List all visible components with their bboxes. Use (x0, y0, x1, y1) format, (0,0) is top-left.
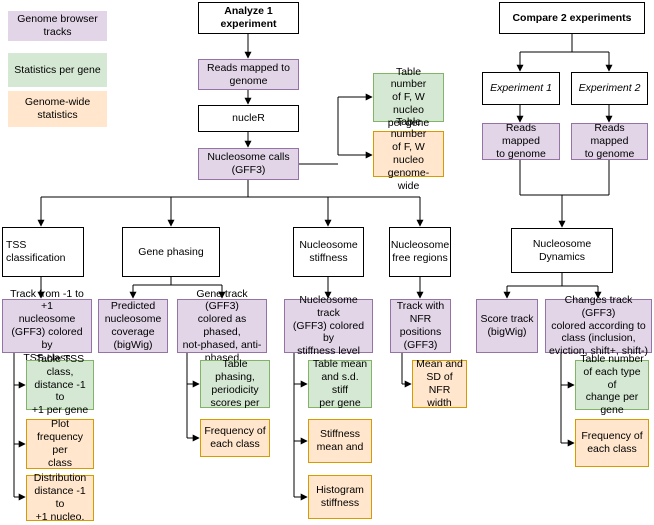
stiffness-mean-node: Stiffness mean and (308, 419, 372, 463)
stiffness-mean-label: Stiffness mean and (316, 428, 364, 453)
phasing-table-label: Table phasing, periodicity scores per (210, 358, 260, 409)
tss-plot-node: Plot frequency per class (26, 418, 94, 469)
phasing-track-node: Gene track (GFF3) colored as phased, not… (177, 288, 267, 364)
analyze-title-box: Analyze 1 experiment (198, 2, 299, 34)
gene-phasing-label: Gene phasing (138, 245, 204, 258)
nfr-stats-label: Mean and SD of NFR width (416, 358, 463, 409)
legend-genome-wide: Genome-wide statistics (8, 91, 107, 127)
score-track-label: Score track (bigWig) (480, 313, 534, 338)
reads-mapped-label: Reads mapped to genome (207, 61, 290, 87)
table-fw-genome-wide-node: Table number of F, W nucleo genome-wide (373, 116, 444, 192)
phasing-table-node: Table phasing, periodicity scores per (200, 358, 270, 409)
gene-phasing-header: Gene phasing (122, 227, 220, 277)
stiffness-histogram-label: Histogram stiffness (316, 484, 364, 509)
changes-track-label: Changes track (GFF3) colored according t… (549, 294, 648, 358)
experiment-1-label: Experiment 1 (490, 82, 552, 95)
nucleosome-free-regions-header: Nucleosome free regions (389, 227, 451, 277)
tss-plot-label: Plot frequency per class (36, 418, 84, 469)
stiffness-track-label: Nucleosome track (GFF3) colored by stiff… (292, 294, 365, 358)
table-fw-per-gene-label: Table number of F, W nucleo per gene (387, 65, 430, 129)
changes-track-node: Changes track (GFF3) colored according t… (545, 294, 652, 357)
phasing-track-label: Gene track (GFF3) colored as phased, not… (182, 287, 262, 364)
phasing-frequency-node: Frequency of each class (200, 419, 270, 457)
nucleR-node: nucleR (198, 105, 299, 132)
legend-genome-browser-label: Genome browser tracks (17, 13, 98, 38)
nucleosome-stiffness-label: Nucleosome stiffness (299, 239, 358, 264)
legend-genome-wide-label: Genome-wide statistics (24, 96, 91, 121)
nucleR-label: nucleR (232, 112, 265, 125)
compare-title: Compare 2 experiments (512, 11, 632, 24)
compare-reads-1-label: Reads mapped to genome (496, 122, 546, 160)
table-fw-per-gene-node: Table number of F, W nucleo per gene (373, 66, 444, 129)
nucleosome-stiffness-header: Nucleosome stiffness (293, 227, 364, 277)
compare-table-label: Table number of each type of change per … (580, 353, 644, 417)
nucleosome-dynamics-node: Nucleosome Dynamics (511, 228, 613, 273)
nucleosome-calls-label: Nucleosome calls (GFF3) (207, 151, 290, 176)
compare-title-box: Compare 2 experiments (499, 2, 645, 34)
stiffness-table-label: Table mean and s.d. stiff per gene (312, 358, 368, 409)
table-fw-genome-wide-label: Table number of F, W nucleo genome-wide (387, 115, 430, 192)
legend-statistics-per-gene-label: Statistics per gene (14, 63, 101, 76)
phasing-frequency-label: Frequency of each class (204, 425, 266, 450)
experiment-2-node: Experiment 2 (571, 72, 648, 105)
compare-frequency-label: Frequency of each class (581, 430, 643, 455)
analyze-title: Analyze 1 experiment (220, 5, 277, 30)
tss-table-label: Table TSS class, distance -1 to +1 per g… (31, 353, 89, 417)
nfr-stats-node: Mean and SD of NFR width (412, 358, 467, 409)
nucleosome-free-regions-label: Nucleosome free regions (390, 239, 450, 264)
stiffness-track-node: Nucleosome track (GFF3) colored by stiff… (284, 294, 373, 357)
nfr-track-label: Track with NFR positions (GFF3) (396, 300, 445, 351)
tss-track-node: Track from -1 to +1 nucleosome (GFF3) co… (2, 288, 92, 364)
compare-reads-2-node: Reads mapped to genome (571, 122, 648, 160)
compare-table-node: Table number of each type of change per … (575, 353, 649, 416)
tss-table-node: Table TSS class, distance -1 to +1 per g… (26, 353, 94, 416)
stiffness-table-node: Table mean and s.d. stiff per gene (308, 358, 372, 409)
experiment-2-label: Experiment 2 (578, 82, 641, 95)
legend-statistics-per-gene: Statistics per gene (8, 53, 107, 87)
compare-frequency-node: Frequency of each class (575, 419, 649, 467)
score-track-node: Score track (bigWig) (476, 299, 538, 353)
phasing-coverage-label: Predicted nucleosome coverage (bigWig) (104, 300, 162, 351)
stiffness-histogram-node: Histogram stiffness (308, 475, 372, 519)
compare-reads-1-node: Reads mapped to genome (482, 122, 560, 160)
tss-classification-header: TSS classification (2, 227, 84, 277)
phasing-coverage-node: Predicted nucleosome coverage (bigWig) (98, 299, 168, 353)
tss-distribution-node: Distribution distance -1 to +1 nucleo. (26, 472, 94, 523)
tss-classification-label: TSS classification (6, 239, 66, 264)
reads-mapped-node: Reads mapped to genome (198, 59, 299, 90)
nucleosome-calls-node: Nucleosome calls (GFF3) (198, 148, 299, 180)
nucleosome-dynamics-label: Nucleosome Dynamics (532, 237, 592, 263)
tss-distribution-label: Distribution distance -1 to +1 nucleo. (33, 472, 87, 523)
experiment-1-node: Experiment 1 (482, 72, 560, 105)
compare-reads-2-label: Reads mapped to genome (584, 122, 635, 160)
legend-genome-browser: Genome browser tracks (8, 11, 107, 41)
nfr-track-node: Track with NFR positions (GFF3) (390, 299, 451, 353)
